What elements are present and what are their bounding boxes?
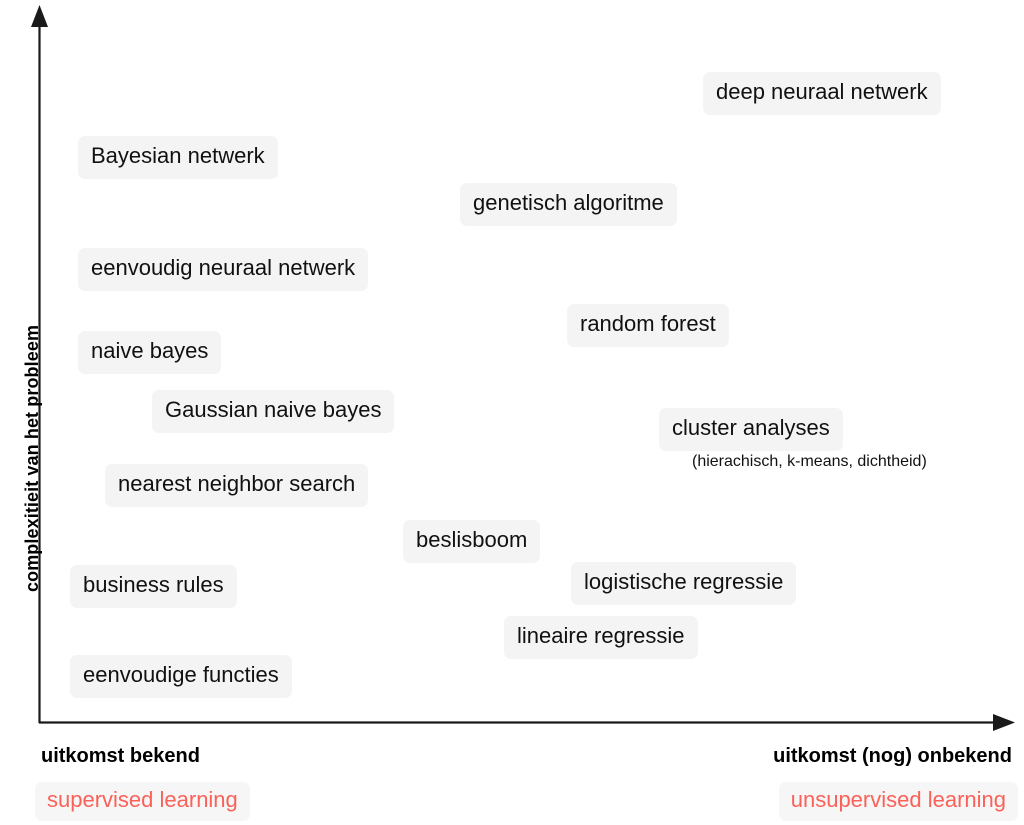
- chip-cluster-analyses[interactable]: cluster analyses: [659, 408, 843, 451]
- chip-genetisch-algoritme[interactable]: genetisch algoritme: [460, 183, 677, 226]
- x-axis-arrowhead: [993, 714, 1015, 731]
- chip-eenvoudig-neuraal-netwerk[interactable]: eenvoudig neuraal netwerk: [78, 248, 369, 291]
- chip-naive-bayes[interactable]: naive bayes: [78, 331, 222, 374]
- y-axis-label: complexitieit van het probleem: [22, 324, 42, 592]
- x-axis-left-subcaption: supervised learning: [35, 782, 250, 821]
- y-axis-arrowhead: [31, 5, 48, 27]
- x-axis-left-caption: uitkomst bekend: [41, 745, 200, 767]
- chip-deep-neuraal-netwerk[interactable]: deep neuraal netwerk: [703, 72, 941, 115]
- chip-nearest-neighbor-search[interactable]: nearest neighbor search: [105, 464, 369, 507]
- x-axis-right-subcaption: unsupervised learning: [778, 782, 1018, 821]
- chip-eenvoudige-functies[interactable]: eenvoudige functies: [70, 655, 292, 698]
- x-axis-right-caption: uitkomst (nog) onbekend: [773, 745, 1012, 767]
- chip-beslisboom[interactable]: beslisboom: [403, 520, 541, 563]
- chip-gaussian-naive-bayes[interactable]: Gaussian naive bayes: [152, 390, 395, 433]
- chip-random-forest[interactable]: random forest: [567, 304, 729, 347]
- chip-cluster-analyses-detail: (hierachisch, k-means, dichtheid): [692, 453, 927, 470]
- chip-business-rules[interactable]: business rules: [70, 565, 237, 608]
- chip-bayesian-netwerk[interactable]: Bayesian netwerk: [78, 136, 278, 179]
- chip-logistische-regressie[interactable]: logistische regressie: [571, 562, 797, 605]
- chip-lineaire-regressie[interactable]: lineaire regressie: [504, 616, 698, 659]
